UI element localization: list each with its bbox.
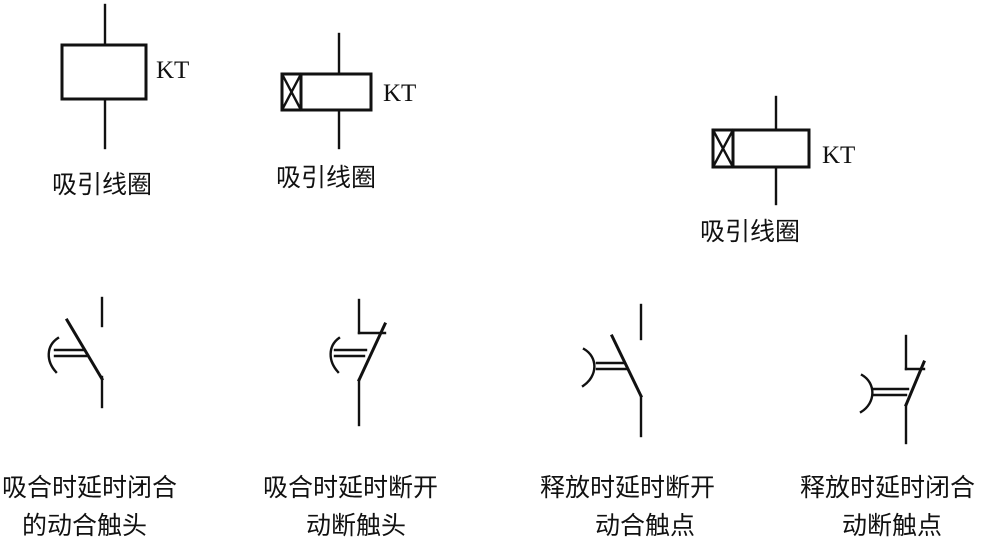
coil-symbol-2 [280,32,373,150]
coil-3-kt-label: KT [822,142,855,169]
contact-symbol-3 [581,303,644,438]
coil-symbol-1 [60,3,148,150]
coil-symbol-3 [711,95,811,206]
contact-3-caption-line-1: 释放时延时断开 [540,473,715,502]
contact-2-caption-line-2: 动断触头 [306,511,406,539]
contact-symbol-1 [47,296,105,409]
contact-2-caption-line-1: 吸合时延时断开 [263,473,438,502]
coil-2-kt-label: KT [383,80,416,107]
contact-4-caption-line-2: 动断触点 [842,511,942,539]
contact-4-caption-line-1: 释放时延时闭合 [800,473,975,502]
contact-symbol-4 [859,334,926,445]
coil-1-caption: 吸引线圈 [52,170,152,199]
coil-2-caption: 吸引线圈 [276,163,376,192]
coil-1-kt-label: KT [156,57,189,84]
coil-3-caption: 吸引线圈 [700,217,800,246]
contact-3-caption-line-2: 动合触点 [595,511,695,539]
contact-1-caption-line-1: 吸合时延时闭合 [2,473,177,502]
contact-symbol-2 [329,298,387,427]
contact-1-caption-line-2: 的动合触头 [22,511,147,539]
